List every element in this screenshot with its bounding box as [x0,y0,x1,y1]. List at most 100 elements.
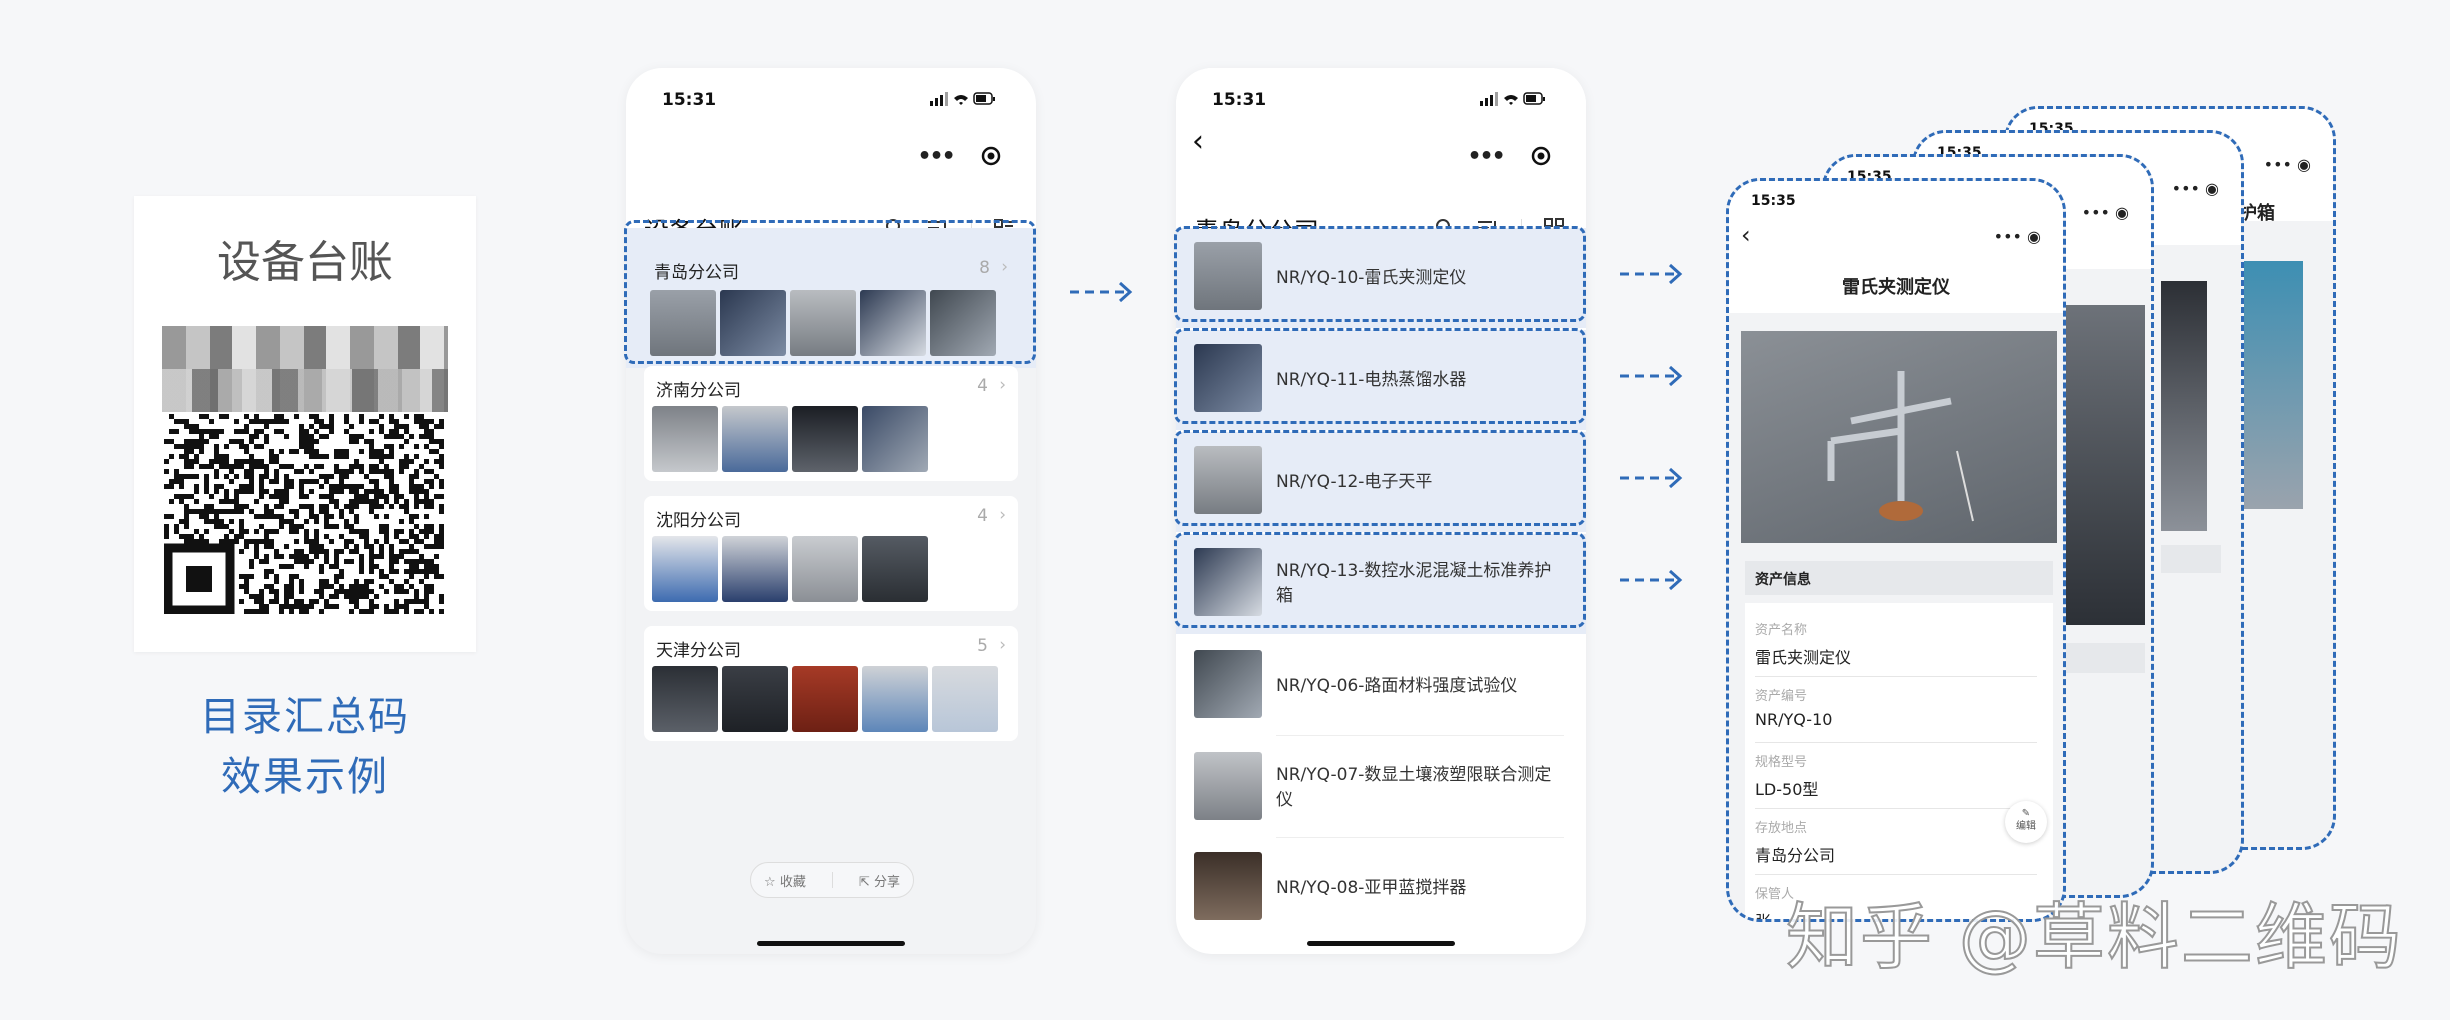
chevron-right-icon: › [999,375,1006,395]
nav-bar: 15:31 ‹ ••• [1176,68,1586,192]
mini-program-capsule: ••• [904,136,1014,176]
home-indicator [1307,941,1455,946]
asset-info-panel [1745,603,2053,919]
group-count: 4 [977,376,988,396]
group-card-shenyang[interactable]: 沈阳分公司 4 › [644,496,1018,611]
flow-arrow-icon [1620,365,1683,387]
footer-actions: ☆ 收藏 ⇱ 分享 [750,862,914,898]
qr-code-image [164,414,446,614]
catalog-phone-screen: 15:31 ••• 设备台账 青岛分公司 8 › [626,68,1036,954]
equipment-thumbnail [790,290,856,356]
qr-code-card: 设备台账 [134,196,476,652]
field-location: 存放地点青岛分公司 [1755,809,2037,875]
qr-card-title: 设备台账 [217,237,393,288]
section-title: 资产信息 [1745,561,2053,595]
highlight-dashed-outline [1174,532,1586,628]
equipment-thumbnail [792,666,858,732]
equipment-thumbnail [1194,242,1262,310]
equipment-thumbnail [652,666,718,732]
equipment-thumbnail [1194,852,1262,920]
share-button[interactable]: ⇱ 分享 [858,874,900,890]
equipment-thumbnail [1194,548,1262,616]
back-icon[interactable]: ‹ [1192,124,1204,159]
status-icons [1480,92,1545,106]
equipment-thumbnail [1194,650,1262,718]
list-phone-screen: 15:31 ‹ ••• 青岛分公司 NR/YQ-10-雷氏夹测定仪 NR/YQ-… [1176,68,1586,954]
equipment-thumbnail [652,406,718,472]
highlight-dashed-outline [1174,226,1586,322]
list-item-label: NR/YQ-08-亚甲蓝搅拌器 [1276,877,1467,898]
qr-caption-line2: 效果示例 [221,754,389,800]
chevron-right-icon: › [1001,257,1008,277]
field-custodian: 保管人张一 [1755,887,1795,922]
status-time: 15:31 [1212,90,1267,110]
field-asset-name: 资产名称雷氏夹测定仪 [1755,611,2037,677]
section-bar [2161,545,2221,573]
home-indicator [757,941,905,946]
list-item[interactable]: NR/YQ-13-数控水泥混凝土标准养护箱 [1176,534,1586,634]
equipment-thumbnail [650,290,716,356]
group-card-tianjin[interactable]: 天津分公司 5 › [644,626,1018,741]
flow-arrow-icon [1620,263,1683,285]
equipment-photo [1741,331,2057,543]
equipment-thumbnail [722,406,788,472]
favorite-button[interactable]: ☆ 收藏 [764,874,806,890]
qr-caption-line1: 目录汇总码 [200,694,410,740]
highlight-dashed-outline [624,220,1036,364]
close-target-icon[interactable] [1531,146,1551,166]
detail-card-front: 15:35 ‹ ••• ◉ 雷氏夹测定仪 资产信息 资产名称雷氏夹测定仪 资产编… [1726,178,2066,922]
equipment-thumbnail [722,666,788,732]
highlight-dashed-outline [1174,430,1586,526]
blurred-qr-label [162,326,448,412]
list-item[interactable]: NR/YQ-11-电热蒸馏水器 [1176,330,1586,430]
equipment-thumbnail [792,536,858,602]
capsule-icons: ••• ◉ [2081,203,2129,222]
list-item-label: NR/YQ-11-电热蒸馏水器 [1276,369,1467,390]
list-item[interactable]: NR/YQ-06-路面材料强度试验仪 [1176,636,1586,736]
equipment-thumbnail [862,536,928,602]
equipment-thumbnail [652,536,718,602]
close-target-icon[interactable] [981,146,1001,166]
group-card-jinan[interactable]: 济南分公司 4 › [644,366,1018,481]
divider [1276,735,1564,736]
equipment-photo [2065,305,2145,625]
status-icons [930,92,995,106]
equipment-thumbnail [862,666,928,732]
flow-arrow-icon [1620,467,1683,489]
equipment-thumbnail [860,290,926,356]
pencil-icon: ✎ [2021,808,2031,819]
list-item[interactable]: NR/YQ-12-电子天平 [1176,432,1586,532]
list-item-label: NR/YQ-13-数控水泥混凝土标准养护箱 [1276,561,1552,606]
equipment-thumbnail [792,406,858,472]
group-name: 沈阳分公司 [656,511,741,531]
list-item[interactable]: NR/YQ-08-亚甲蓝搅拌器 [1176,838,1586,938]
capsule-icons: ••• ◉ [1993,227,2041,246]
divider [1276,837,1564,838]
equipment-photo [2161,281,2207,531]
flow-arrow-icon [1070,281,1133,303]
more-icon[interactable]: ••• [1467,143,1505,169]
list-item[interactable]: NR/YQ-10-雷氏夹测定仪 [1176,228,1586,328]
group-name: 青岛分公司 [654,263,739,283]
detail-title: 雷氏夹测定仪 [1842,277,1950,298]
list-item-label: NR/YQ-07-数显土壤液塑限联合测定仪 [1276,765,1552,810]
equipment-thumbnail [1194,446,1262,514]
equipment-thumbnail [720,290,786,356]
highlight-dashed-outline [1174,328,1586,424]
watermark: 知乎 @草料二维码 [1785,894,2403,980]
status-time: 15:35 [1751,193,1796,209]
group-card-qingdao[interactable]: 青岛分公司 8 › [626,228,1036,368]
edit-button[interactable]: ✎编辑 [2005,801,2047,843]
equipment-thumbnail [862,406,928,472]
list-item[interactable]: NR/YQ-07-数显土壤液塑限联合测定仪 [1176,738,1586,838]
capsule-icons: ••• ◉ [2171,179,2219,198]
group-name: 天津分公司 [656,641,741,661]
equipment-photo [2243,261,2303,509]
more-icon[interactable]: ••• [917,143,955,169]
equipment-thumbnail [722,536,788,602]
list-item-label: NR/YQ-12-电子天平 [1276,471,1433,492]
back-icon[interactable]: ‹ [1741,221,1751,249]
nav-bar: 15:31 ••• [626,68,1036,192]
